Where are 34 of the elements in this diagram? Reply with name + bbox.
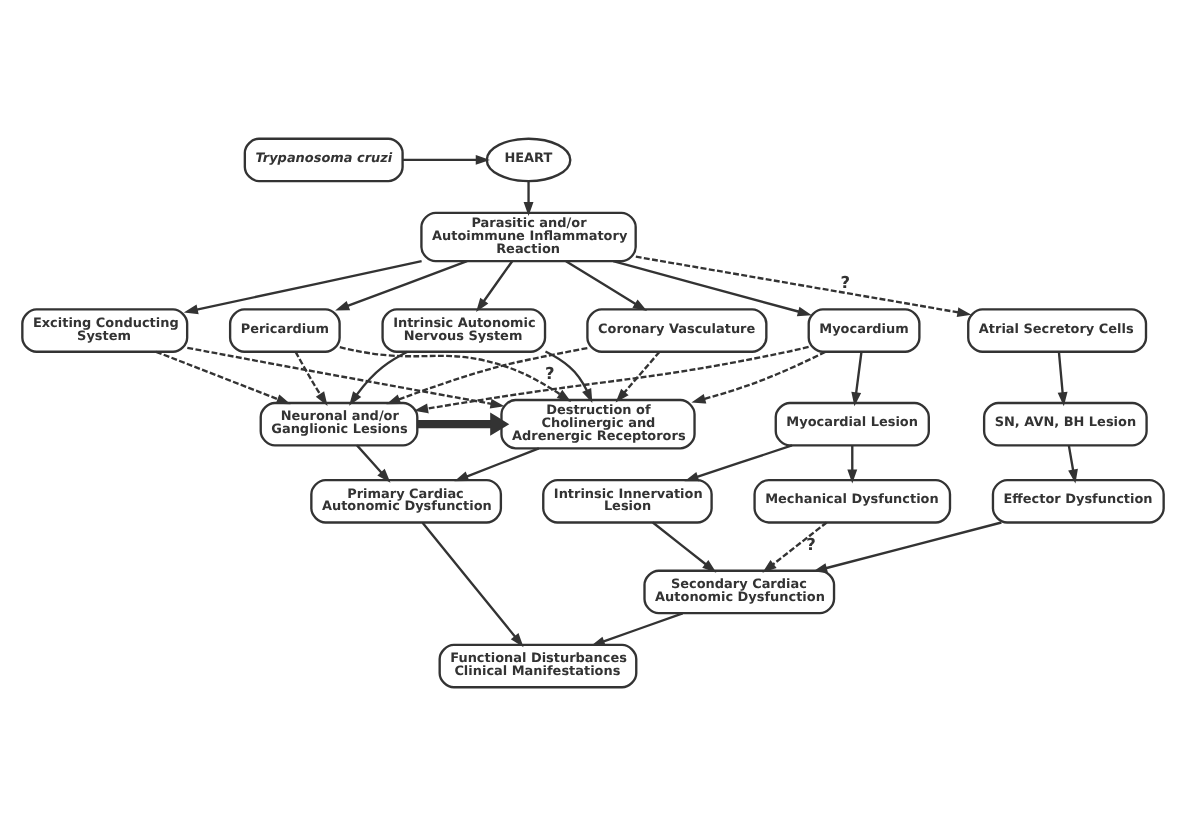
arrow xyxy=(335,259,468,310)
arrow xyxy=(349,349,409,405)
arrow xyxy=(847,444,858,483)
edge-label: ? xyxy=(545,362,555,383)
arrow xyxy=(413,344,809,413)
arrow xyxy=(187,345,505,408)
edge-label: ? xyxy=(806,532,816,553)
arrow xyxy=(417,411,510,435)
arrow xyxy=(339,345,572,401)
arrow xyxy=(612,259,812,316)
arrow xyxy=(615,350,661,402)
arrow xyxy=(421,520,524,647)
arrow xyxy=(294,350,328,405)
arrow xyxy=(590,611,684,646)
arrow xyxy=(386,345,588,404)
arrow xyxy=(1057,350,1068,406)
arrow xyxy=(523,180,534,216)
arrow xyxy=(356,443,391,482)
arrow xyxy=(762,520,828,572)
arrow xyxy=(544,349,593,402)
edge-label: ? xyxy=(840,271,851,292)
arrow xyxy=(691,349,826,403)
arrow xyxy=(476,259,514,312)
arrow xyxy=(813,520,1002,572)
arrow xyxy=(402,153,490,164)
arrow xyxy=(155,349,291,404)
arrow xyxy=(851,350,863,406)
arrow xyxy=(1067,444,1078,483)
arrow xyxy=(635,254,972,317)
arrow xyxy=(454,446,540,481)
arrow xyxy=(684,443,793,481)
arrow xyxy=(565,259,648,311)
arrow xyxy=(652,520,717,572)
arrow xyxy=(183,259,422,314)
